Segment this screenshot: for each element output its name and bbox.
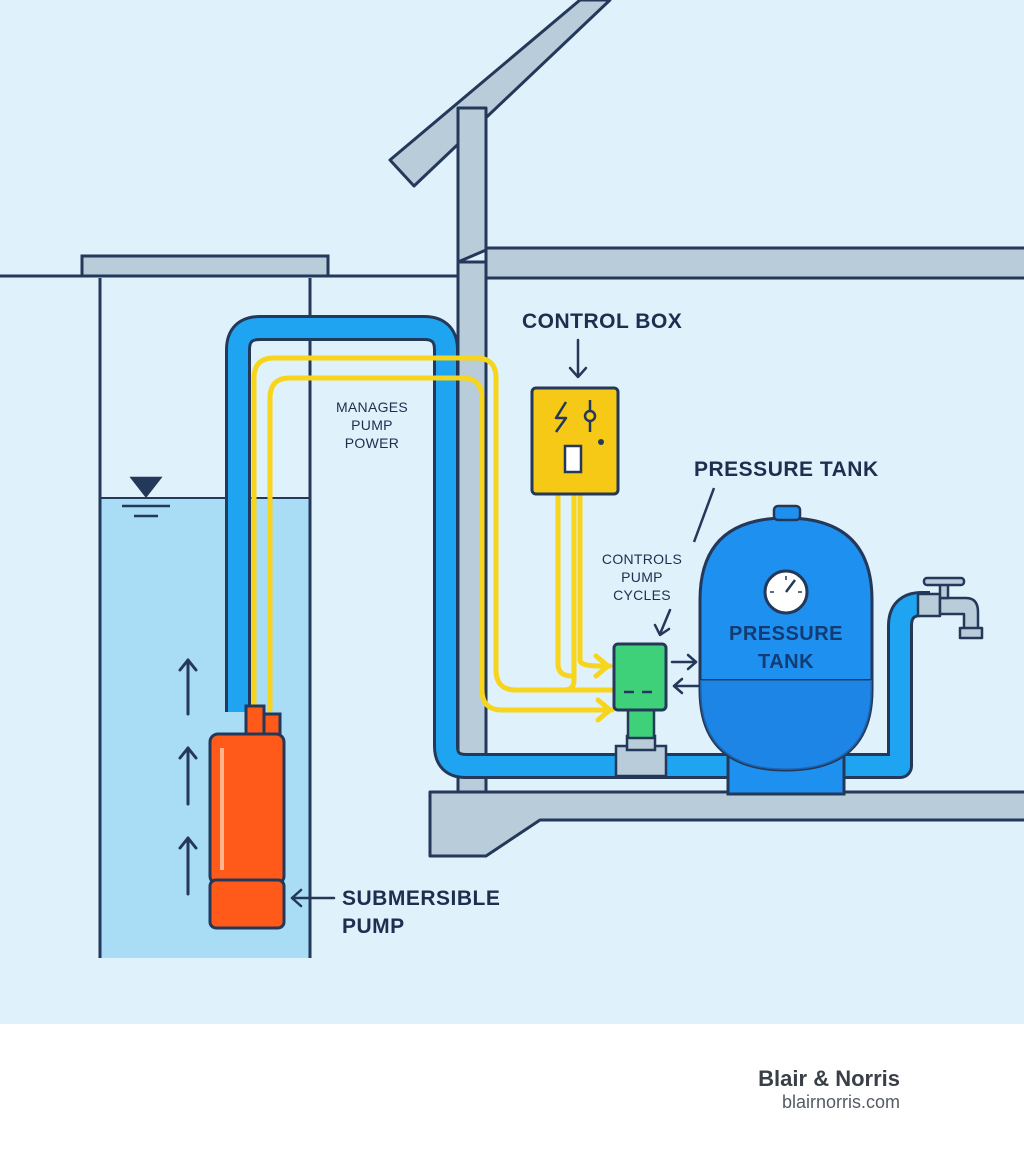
brand-url: blairnorris.com: [781, 1092, 900, 1112]
ground-and-beams: [0, 246, 1024, 794]
water-level-icon: [122, 476, 170, 518]
brand-name: Blair & Norris: [758, 1066, 900, 1091]
well-cap: [80, 254, 330, 278]
water-pipe: [225, 315, 935, 779]
pressure-tank-leader: [692, 487, 716, 543]
switch-icon: [563, 400, 597, 474]
submersible-arrow-icon: [290, 888, 336, 908]
control-box: [530, 386, 620, 496]
pressure-switch: [612, 642, 668, 712]
manages-line2: PUMP: [351, 417, 393, 433]
pressure-gauge-icon: [763, 569, 809, 615]
pressure-tank-label: PRESSURE TANK: [694, 458, 879, 481]
power-wires: [251, 355, 615, 713]
manages-line3: POWER: [345, 435, 399, 451]
submersible-pump: [208, 704, 286, 930]
controls-line3: CYCLES: [613, 587, 671, 603]
submersible-line2: PUMP: [342, 915, 405, 938]
controls-arrow-icon: [653, 608, 672, 637]
tank-text-line2: TANK: [758, 651, 814, 673]
tank-text-line1: PRESSURE: [729, 623, 843, 645]
flow-arrow-icon: [178, 658, 198, 896]
wire-arrow-icon: [593, 653, 613, 723]
well-system-diagram: PRESSURE TANK CONTROL BOX PRESSURE TANK …: [0, 0, 1024, 1024]
footer: Blair & Norris blairnorris.com: [0, 1024, 1024, 1154]
lightning-icon: [554, 401, 568, 433]
house-roof: [388, 0, 612, 264]
controls-line1: CONTROLS: [602, 551, 682, 567]
signal-arrow-icon: [670, 653, 700, 695]
pressure-tank: PRESSURE TANK: [698, 504, 874, 796]
submersible-line1: SUBMERSIBLE: [342, 887, 500, 910]
control-box-arrow-icon: [568, 338, 588, 379]
control-box-label: CONTROL BOX: [522, 310, 682, 333]
faucet-icon: [916, 576, 984, 640]
manages-line1: MANAGES: [336, 399, 408, 415]
controls-line2: PUMP: [621, 569, 663, 585]
floor-slab: [428, 790, 1024, 858]
